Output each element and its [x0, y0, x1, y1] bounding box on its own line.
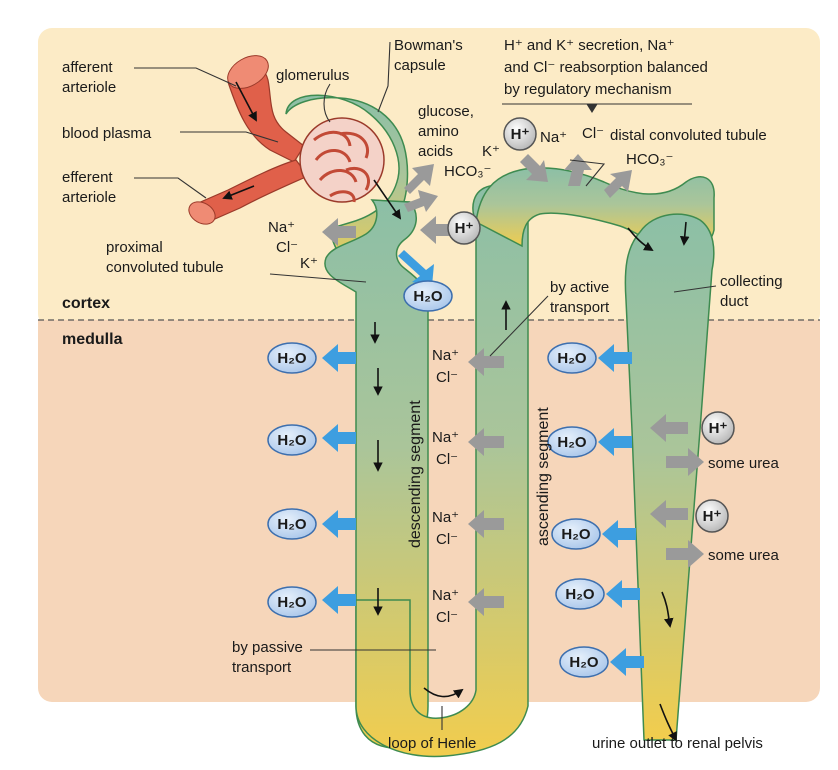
glucose-label: amino [418, 123, 459, 140]
h2o-bubble: H₂O [559, 646, 609, 678]
hplus-bubble: H⁺ [695, 499, 729, 533]
proximal-label: proximal [106, 239, 163, 256]
urine-label: urine outlet to renal pelvis [592, 735, 763, 752]
passive-label: by passive [232, 639, 303, 656]
k-plus-label: K⁺ [300, 255, 318, 272]
efferent-label: efferent [62, 169, 113, 186]
collecting-duct [624, 213, 715, 741]
svg-text:H₂O: H₂O [277, 432, 306, 449]
bowmans-label: capsule [394, 57, 446, 74]
h2o-bubble: H₂O [267, 508, 317, 540]
h2o-bubble: H₂O [267, 342, 317, 374]
h2o-bubble: H₂O [551, 518, 601, 550]
hplus-bubble: H⁺ [701, 411, 735, 445]
h2o-bubble: H₂O [403, 280, 453, 312]
glomerulus-label: glomerulus [276, 67, 349, 84]
h2o-bubble: H₂O [267, 424, 317, 456]
cl-minus-label: Cl⁻ [436, 451, 458, 468]
svg-text:H₂O: H₂O [557, 350, 586, 367]
collecting-label: duct [720, 293, 749, 310]
svg-text:H₂O: H₂O [565, 586, 594, 603]
glomerulus-capillaries [313, 130, 370, 203]
svg-text:H⁺: H⁺ [703, 508, 722, 525]
secretion-label: and Cl⁻ reabsorption balanced [504, 59, 708, 76]
medulla-zone [38, 320, 820, 702]
svg-text:H⁺: H⁺ [709, 420, 728, 437]
blood-plasma-label: blood plasma [62, 125, 152, 142]
h2o-bubbles: H₂O H₂O H₂O H₂O H₂O H₂O H₂O H₂O [267, 280, 609, 678]
active-label: by active [550, 279, 609, 296]
glomerulus [299, 117, 385, 203]
active-label: transport [550, 299, 610, 316]
cl-minus-label: Cl⁻ [436, 609, 458, 626]
cl-minus-label: Cl⁻ [436, 369, 458, 386]
svg-text:H₂O: H₂O [569, 654, 598, 671]
bowmans-label: Bowman's [394, 37, 463, 54]
svg-text:H₂O: H₂O [557, 434, 586, 451]
afferent-label: arteriole [62, 79, 116, 96]
distal-label: distal convoluted tubule [610, 127, 767, 144]
descending-label: descending segment [407, 400, 424, 548]
cl-minus-label: Cl⁻ [276, 239, 298, 256]
leader-lines [134, 41, 717, 730]
na-plus-label: Na⁺ [268, 219, 295, 236]
svg-text:H₂O: H₂O [277, 350, 306, 367]
svg-text:H₂O: H₂O [277, 594, 306, 611]
proximal-label: convoluted tubule [106, 259, 224, 276]
hplus-bubble: H⁺ [447, 211, 481, 245]
k-plus-label: K⁺ [482, 143, 500, 160]
h2o-bubble: H₂O [547, 342, 597, 374]
passive-label: transport [232, 659, 292, 676]
hco3-label: HCO₃⁻ [444, 163, 491, 180]
collecting-label: collecting [720, 273, 783, 290]
ascending-label: ascending segment [535, 407, 552, 546]
glucose-label: glucose, [418, 103, 474, 120]
cl-minus-label: Cl⁻ [582, 125, 604, 142]
na-plus-label: Na⁺ [540, 129, 567, 146]
na-plus-label: Na⁺ [432, 347, 459, 364]
afferent-label: afferent [62, 59, 113, 76]
svg-text:H⁺: H⁺ [455, 220, 474, 237]
h2o-bubble: H₂O [547, 426, 597, 458]
svg-text:H₂O: H₂O [413, 288, 442, 305]
hplus-bubble: H⁺ [503, 117, 537, 151]
some-urea-label: some urea [708, 455, 780, 472]
water-arrow [398, 250, 434, 286]
hco3-label: HCO₃⁻ [626, 151, 673, 168]
svg-text:H⁺: H⁺ [511, 126, 530, 143]
na-plus-label: Na⁺ [432, 429, 459, 446]
transport-arrows [322, 154, 704, 676]
h2o-bubble: H₂O [555, 578, 605, 610]
glucose-label: acids [418, 143, 453, 160]
svg-text:H₂O: H₂O [561, 526, 590, 543]
na-plus-label: Na⁺ [432, 509, 459, 526]
secretion-label: H⁺ and K⁺ secretion, Na⁺ [504, 37, 675, 54]
arterioles [188, 55, 309, 225]
efferent-label: arteriole [62, 189, 116, 206]
h2o-bubble: H₂O [267, 586, 317, 618]
medulla-label: medulla [62, 331, 123, 348]
hplus-bubbles: H⁺ H⁺ H⁺ H⁺ [447, 117, 735, 533]
cortex-label: cortex [62, 295, 110, 312]
na-plus-label: Na⁺ [432, 587, 459, 604]
cl-minus-label: Cl⁻ [436, 531, 458, 548]
some-urea-label: some urea [708, 547, 780, 564]
svg-text:H₂O: H₂O [277, 516, 306, 533]
flow-arrows [370, 179, 690, 742]
loop-label: loop of Henle [388, 735, 476, 752]
secretion-label: by regulatory mechanism [504, 81, 672, 98]
